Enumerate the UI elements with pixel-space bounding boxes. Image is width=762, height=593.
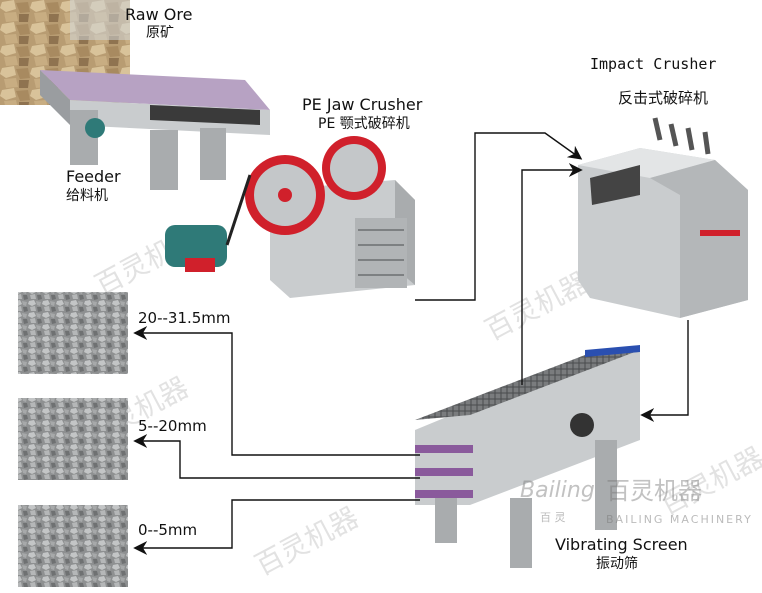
- output-size-coarse: 20--31.5mm: [138, 309, 231, 327]
- vibrating-screen-label-cn: 振动筛: [596, 556, 638, 572]
- brand-sub-cn: 百 灵: [540, 511, 566, 524]
- flow-arrow-output-medium: [133, 434, 420, 479]
- vibrating-screen-label: Vibrating Screen: [555, 535, 688, 554]
- jaw-crusher-label: PE Jaw Crusher: [302, 95, 423, 114]
- feeder-label-cn: 给料机: [66, 188, 108, 204]
- flow-arrow-impact-to-screen: [640, 320, 689, 422]
- product-photo-coarse: [18, 292, 128, 374]
- impact-crusher-label: Impact Crusher: [590, 55, 717, 73]
- flow-arrow-jaw-to-impact: [415, 132, 583, 301]
- jaw-crusher-machine: [165, 136, 415, 298]
- impact-crusher-machine: [578, 117, 748, 318]
- impact-crusher-label-cn: 反击式破碎机: [618, 89, 709, 107]
- flow-arrow-output-fine: [133, 499, 420, 555]
- raw-ore-label-cn: 原矿: [146, 25, 174, 41]
- brand-name-en: BAILING MACHINERY: [606, 513, 753, 526]
- jaw-crusher-label-cn: PE 颚式破碎机: [318, 116, 410, 132]
- brand-name-cn: 百灵机器: [606, 477, 702, 505]
- raw-ore-label: Raw Ore: [125, 5, 193, 24]
- flow-arrow-screen-return: [521, 163, 583, 385]
- feeder-machine: [40, 70, 270, 190]
- product-photo-medium: [18, 398, 128, 480]
- flow-arrow-output-coarse: [133, 326, 420, 456]
- output-size-medium: 5--20mm: [138, 417, 207, 435]
- output-size-fine: 0--5mm: [138, 521, 198, 539]
- product-photo-fine: [18, 505, 128, 587]
- feeder-label: Feeder: [66, 167, 121, 186]
- vibrating-screen-machine: [415, 345, 640, 568]
- brand-logo: Bailing: [520, 478, 595, 503]
